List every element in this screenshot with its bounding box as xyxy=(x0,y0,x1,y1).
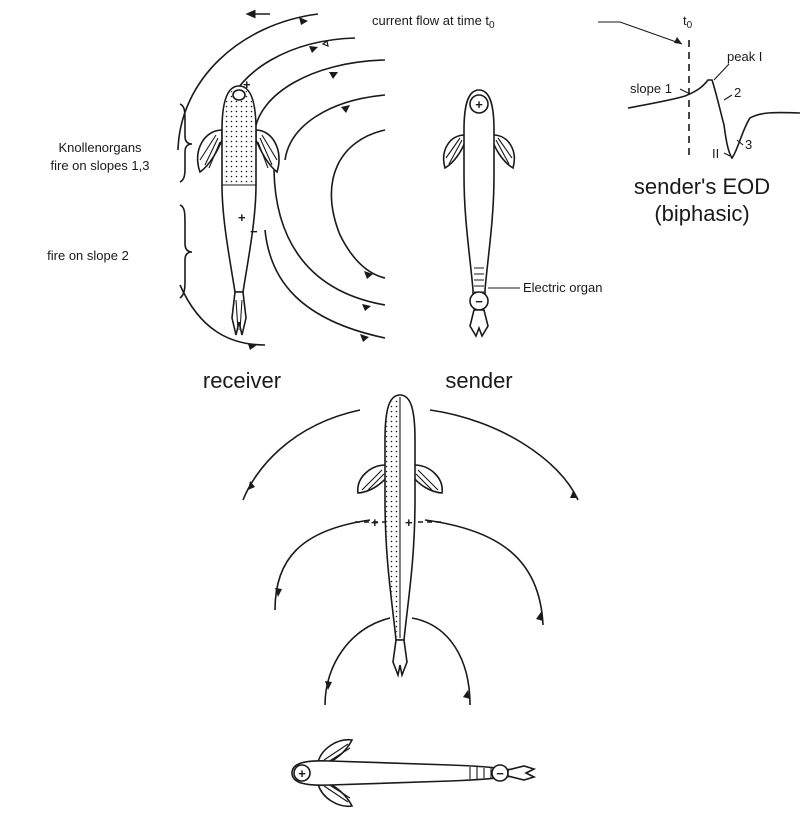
field-line-6 xyxy=(265,230,385,338)
plus-sign-icon: + xyxy=(475,97,483,112)
brace-upper xyxy=(180,104,192,182)
minus-sign-icon: − xyxy=(496,766,504,781)
electric-organ-label: Electric organ xyxy=(523,280,602,295)
field-arc-right-outer xyxy=(430,410,578,500)
mark-2: 2 xyxy=(734,85,741,100)
plus-sign-icon: + xyxy=(298,766,306,781)
sender-fish: + − xyxy=(444,90,515,336)
bottom-sender-tail xyxy=(508,766,534,780)
eod-caption-line1: sender's EOD xyxy=(634,174,770,199)
fire-slope2-label: fire on slope 2 xyxy=(47,248,129,263)
peak-pointer xyxy=(714,64,729,80)
bottom-receiver-tail xyxy=(393,640,407,675)
flow-arrow-icon xyxy=(341,105,350,113)
bottom-left-fin xyxy=(358,465,386,493)
flow-arrow-icon xyxy=(248,344,257,350)
field-arc-right-mid xyxy=(425,520,543,625)
current-flow-label: current flow at time t0 xyxy=(372,13,495,31)
field-line-inner xyxy=(331,130,385,278)
receiver-tail xyxy=(232,292,246,335)
flow-arrow-icon xyxy=(329,72,338,79)
bottom-sender-fish: + − xyxy=(292,740,534,807)
sender-tail xyxy=(470,310,488,336)
bottom-stippled-half xyxy=(386,397,400,638)
bottom-receiver-fish: + + xyxy=(358,395,442,675)
current-flow-pointer xyxy=(598,22,682,44)
plus-sign-icon: + xyxy=(405,515,413,530)
field-arc-left-mid xyxy=(275,520,370,610)
knollen-label-line1: Knollenorgans xyxy=(58,140,142,155)
plus-sign-icon: + xyxy=(243,77,251,92)
minus-sign-icon: − xyxy=(475,294,483,309)
field-arc-right-inner xyxy=(412,618,470,705)
sender-body xyxy=(464,90,494,308)
flow-arrow-icon xyxy=(360,334,369,342)
mark2-pointer xyxy=(724,95,732,100)
receiver-fish: + + − xyxy=(198,77,279,335)
receiver-field-lines xyxy=(178,14,385,350)
eod-caption-line2: (biphasic) xyxy=(654,201,749,226)
bottom-right-fin xyxy=(414,465,442,493)
field-line-4 xyxy=(285,95,385,160)
minus-sign-icon: − xyxy=(250,224,258,239)
flow-arrow-icon xyxy=(362,304,371,311)
field-arc-left-outer xyxy=(243,410,360,500)
flow-arrow-icon xyxy=(674,37,682,44)
t0-label: t0 xyxy=(683,13,693,31)
flow-arrow-icon xyxy=(309,46,318,53)
field-line-7 xyxy=(180,285,265,345)
field-line-5 xyxy=(274,170,385,305)
sender-caption: sender xyxy=(445,368,512,393)
brace-lower xyxy=(180,205,192,298)
mark-II: II xyxy=(712,146,719,161)
knollen-label-line2: fire on slopes 1,3 xyxy=(50,158,149,173)
receiver-stippled-head xyxy=(223,88,255,184)
plus-sign-icon: + xyxy=(238,210,246,225)
plus-sign-icon: + xyxy=(371,515,379,530)
bottom-sender-body xyxy=(292,761,512,785)
flow-arrow-icon xyxy=(299,17,308,25)
eod-waveform: t0 peak I slope 1 2 II 3 xyxy=(628,13,800,161)
slope1-label: slope 1 xyxy=(630,81,672,96)
receiver-caption: receiver xyxy=(203,368,281,393)
peak-label: peak I xyxy=(727,49,762,64)
receiver-braces xyxy=(180,104,192,298)
field-arc-left-inner xyxy=(325,618,390,705)
mark-3: 3 xyxy=(745,137,752,152)
field-line-3 xyxy=(255,60,385,130)
